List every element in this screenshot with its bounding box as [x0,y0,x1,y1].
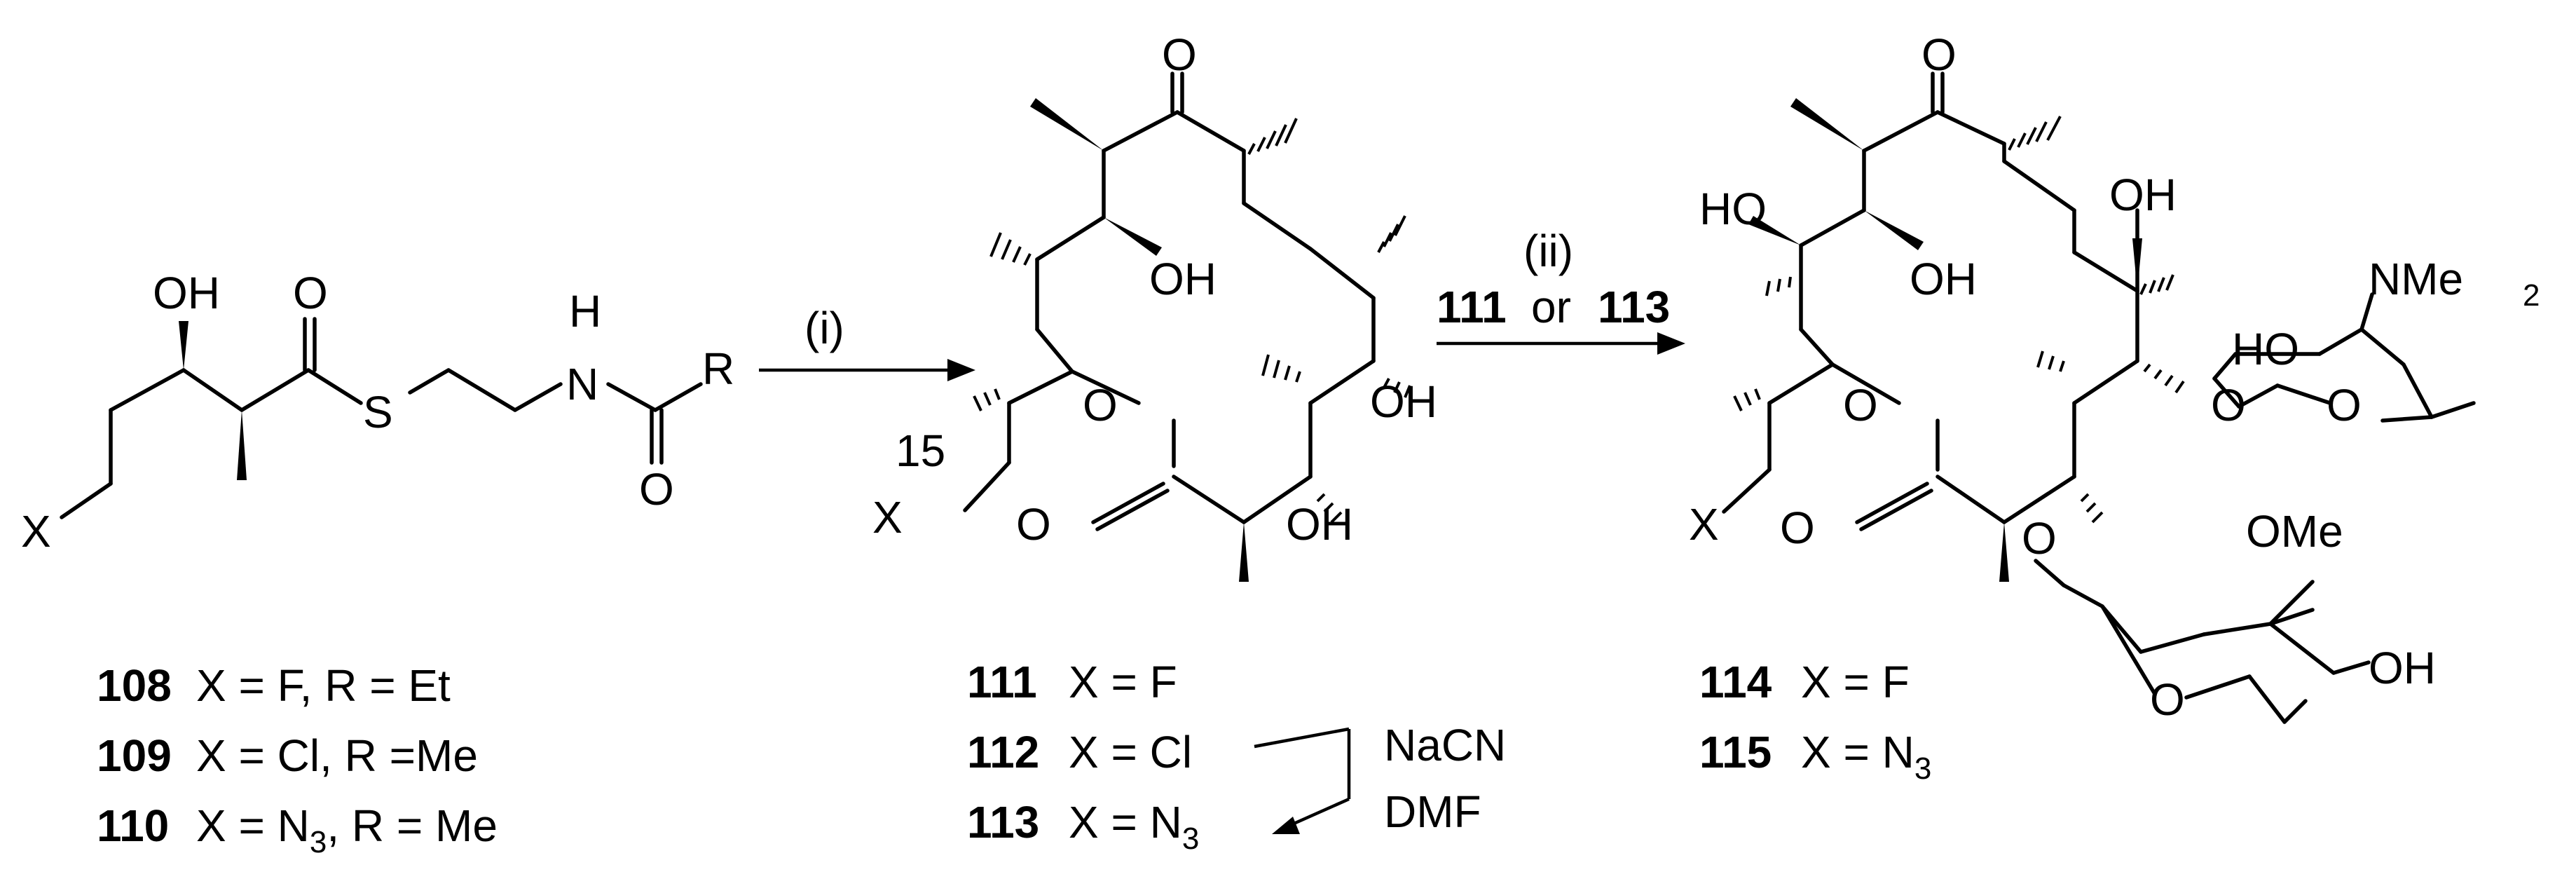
structure-macrolactone [963,71,1376,582]
atom-carbonyl-oxygen: O [1016,499,1051,550]
compound-label-110: 110 X = N3, R = Me [97,800,498,859]
atom-ring-oxygen: O [1843,380,1878,430]
conversion-bracket-arrow [1254,727,1351,834]
compound-label-114: 114 X = F [1699,657,1910,707]
atom-glycosidic-oxygen: O [2211,380,2246,430]
reagent-nacn: NaCN [1384,720,1506,770]
wedge-bond [237,410,247,480]
svg-text:115: 115 [1699,727,1772,777]
atom-oxygen: O [293,268,328,318]
atom-hydrogen: H [569,286,601,336]
atom-ketone-oxygen: O [1162,29,1197,80]
reagent-compound-113: 113 [1598,282,1670,332]
atom-hydroxyl: OH [153,268,220,318]
atom-x-substituent: X [872,492,903,543]
svg-text:113: 113 [967,797,1039,847]
svg-text:X = N3, R = Me: X = N3, R = Me [196,800,498,859]
reagent-or: or [1531,282,1571,332]
compound-label-108: 108 X = F, R = Et [97,660,451,711]
atom-r-group: R [702,343,734,394]
atom-ring-oxygen: O [2150,674,2185,725]
compound-label-115: 115 X = N3 [1699,727,1931,786]
atom-nitrogen: N [566,359,598,409]
atom-hydroxyl: OH [2109,170,2177,220]
atom-carbonyl-oxygen: O [1780,503,1815,553]
atom-hydroxyl: OH [1370,376,1437,427]
hashed-bonds-macrolide [1733,116,2185,524]
svg-text:108: 108 [97,660,172,711]
atom-methoxy: OMe [2246,506,2343,557]
reagent-dmf: DMF [1384,786,1481,837]
reagent-compound-111: 111 [1437,282,1507,332]
svg-text:X = F: X = F [1069,657,1177,707]
svg-text:X = F: X = F [1801,657,1910,707]
svg-text:X = Cl: X = Cl [1069,727,1192,777]
atom-hydroxyl: OH [2369,643,2436,693]
wedge-bond [179,321,189,370]
atom-glycosidic-oxygen: O [2022,513,2057,564]
hashed-bonds-macrolactone [973,118,1411,524]
atom-dimethylamino: NMe [2369,254,2463,304]
atom-sulfur: S [363,387,393,437]
structure-macrolide-glycoside [1722,71,2476,724]
atom-hydroxyl: OH [1910,254,1977,304]
svg-text:110: 110 [97,800,169,851]
compound-label-113: 113 X = N3 [967,797,1199,856]
svg-text:112: 112 [967,727,1039,777]
svg-text:X = N3: X = N3 [1069,797,1199,856]
atom-x-substituent: X [1689,499,1719,550]
atom-hydroxyl: OH [1149,254,1217,304]
reaction-arrow-2 [1437,332,1685,355]
reaction-arrow-1 [759,359,975,381]
svg-text:109: 109 [97,730,172,781]
atom-ring-oxygen: O [2327,380,2362,430]
atom-locant: 15 [896,425,945,476]
compound-label-109: 109 X = Cl, R =Me [97,730,478,781]
structure-thioester [60,317,703,519]
reagent-step-2: (ii) [1523,226,1573,276]
atom-hydroxyl: HO [1699,184,1767,234]
compound-label-111: 111 X = F [967,657,1177,707]
atom-oxygen: O [639,464,674,514]
svg-text:111: 111 [967,657,1037,707]
atom-subscript: 2 [2523,278,2540,313]
atom-x-substituent: X [21,506,51,557]
svg-text:X = F, R = Et: X = F, R = Et [196,660,451,711]
atom-hydroxyl: OH [1286,499,1353,550]
svg-text:114: 114 [1699,657,1772,707]
svg-text:X = Cl, R =Me: X = Cl, R =Me [196,730,478,781]
atom-ketone-oxygen: O [1921,29,1957,80]
compound-label-112: 112 X = Cl [967,727,1192,777]
atom-hydroxyl: HO [2232,324,2299,374]
atom-ring-oxygen: O [1083,380,1118,430]
reagent-step-1: (i) [804,303,844,353]
svg-text:X = N3: X = N3 [1801,727,1931,786]
